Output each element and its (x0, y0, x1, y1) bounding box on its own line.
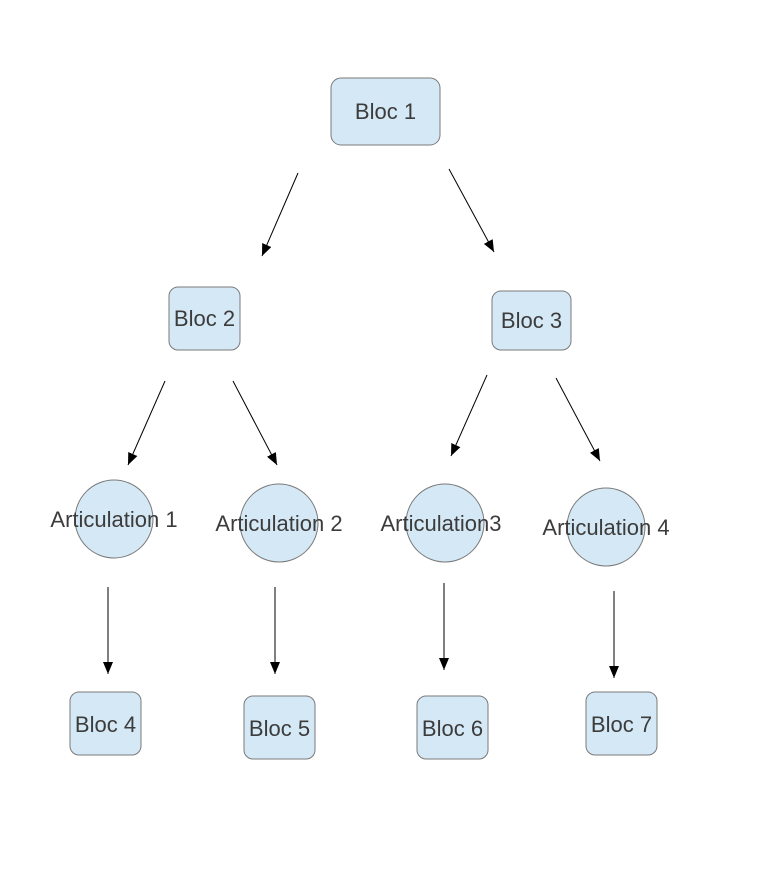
edge-bloc1-bloc3 (448, 168, 495, 253)
node-label: Bloc 3 (501, 308, 562, 333)
node-articulation-2[interactable]: Articulation 2 (215, 483, 343, 563)
node-bloc-6[interactable]: Bloc 6 (416, 695, 489, 760)
node-label: Articulation 4 (542, 515, 669, 540)
edge-bloc2-art2 (232, 380, 278, 466)
node-label: Articulation 1 (50, 507, 177, 532)
edge-bloc2-art1 (127, 380, 166, 466)
node-bloc-4[interactable]: Bloc 4 (69, 691, 142, 756)
node-bloc-7[interactable]: Bloc 7 (585, 691, 658, 756)
node-articulation-4[interactable]: Articulation 4 (542, 487, 670, 567)
node-label: Bloc 7 (591, 712, 652, 737)
node-label: Bloc 1 (355, 99, 416, 124)
node-label: Bloc 6 (422, 716, 483, 741)
node-bloc-1[interactable]: Bloc 1 (330, 77, 441, 146)
node-label: Articulation 2 (215, 511, 342, 536)
node-label: Articulation3 (380, 511, 501, 536)
node-label: Bloc 5 (249, 716, 310, 741)
node-articulation-3[interactable]: Articulation3 (380, 483, 502, 563)
node-bloc-2[interactable]: Bloc 2 (168, 286, 241, 351)
edge-bloc3-art4 (555, 377, 601, 462)
edges (103, 168, 619, 678)
edge-bloc3-art3 (450, 374, 488, 457)
node-label: Bloc 4 (75, 712, 136, 737)
node-bloc-5[interactable]: Bloc 5 (243, 695, 316, 760)
node-label: Bloc 2 (174, 306, 235, 331)
node-bloc-3[interactable]: Bloc 3 (491, 290, 572, 351)
edge-bloc1-bloc2 (261, 172, 299, 257)
node-articulation-1[interactable]: Articulation 1 (50, 479, 178, 559)
